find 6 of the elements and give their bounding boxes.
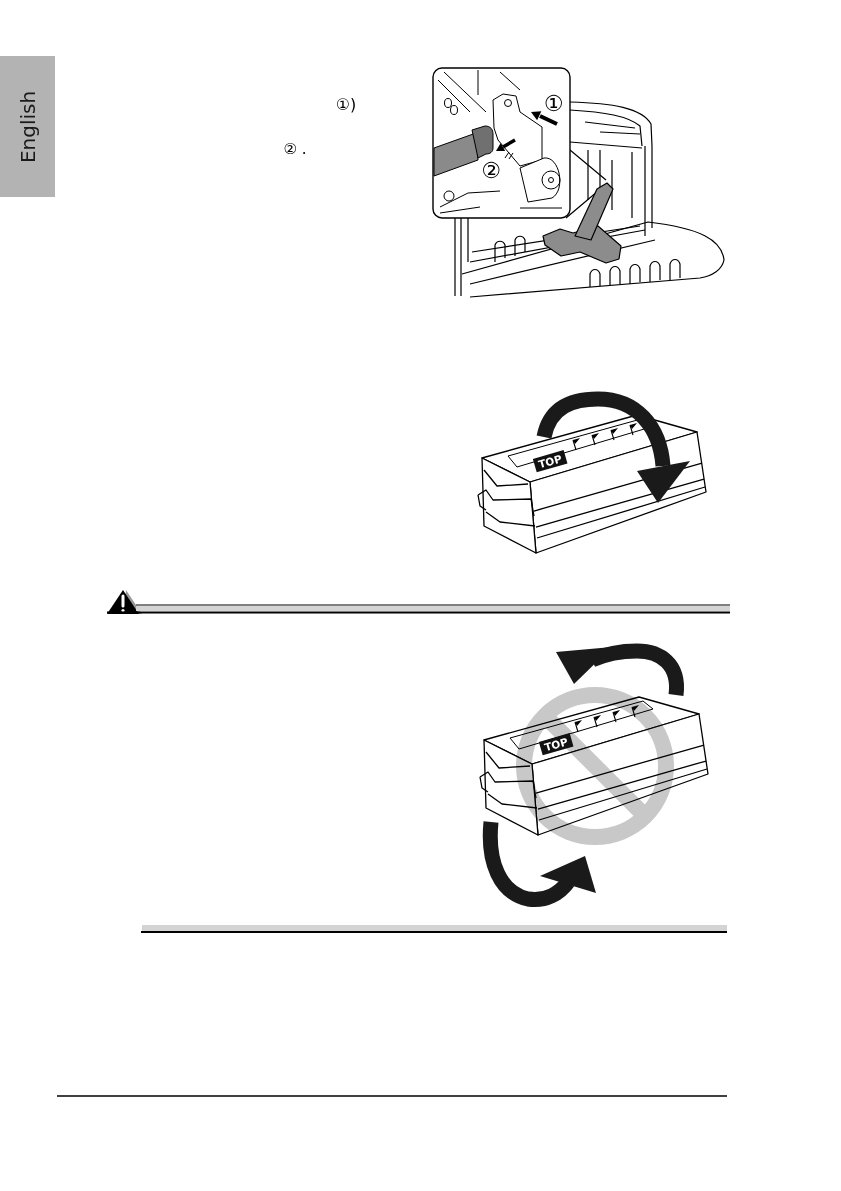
language-tab	[0, 56, 55, 197]
callout-number: ②	[481, 160, 501, 182]
tab-label: English	[17, 90, 38, 163]
callout-number: ①	[543, 92, 564, 115]
instruction-text: ② .	[283, 141, 307, 157]
instruction-text: ①)	[335, 96, 357, 113]
